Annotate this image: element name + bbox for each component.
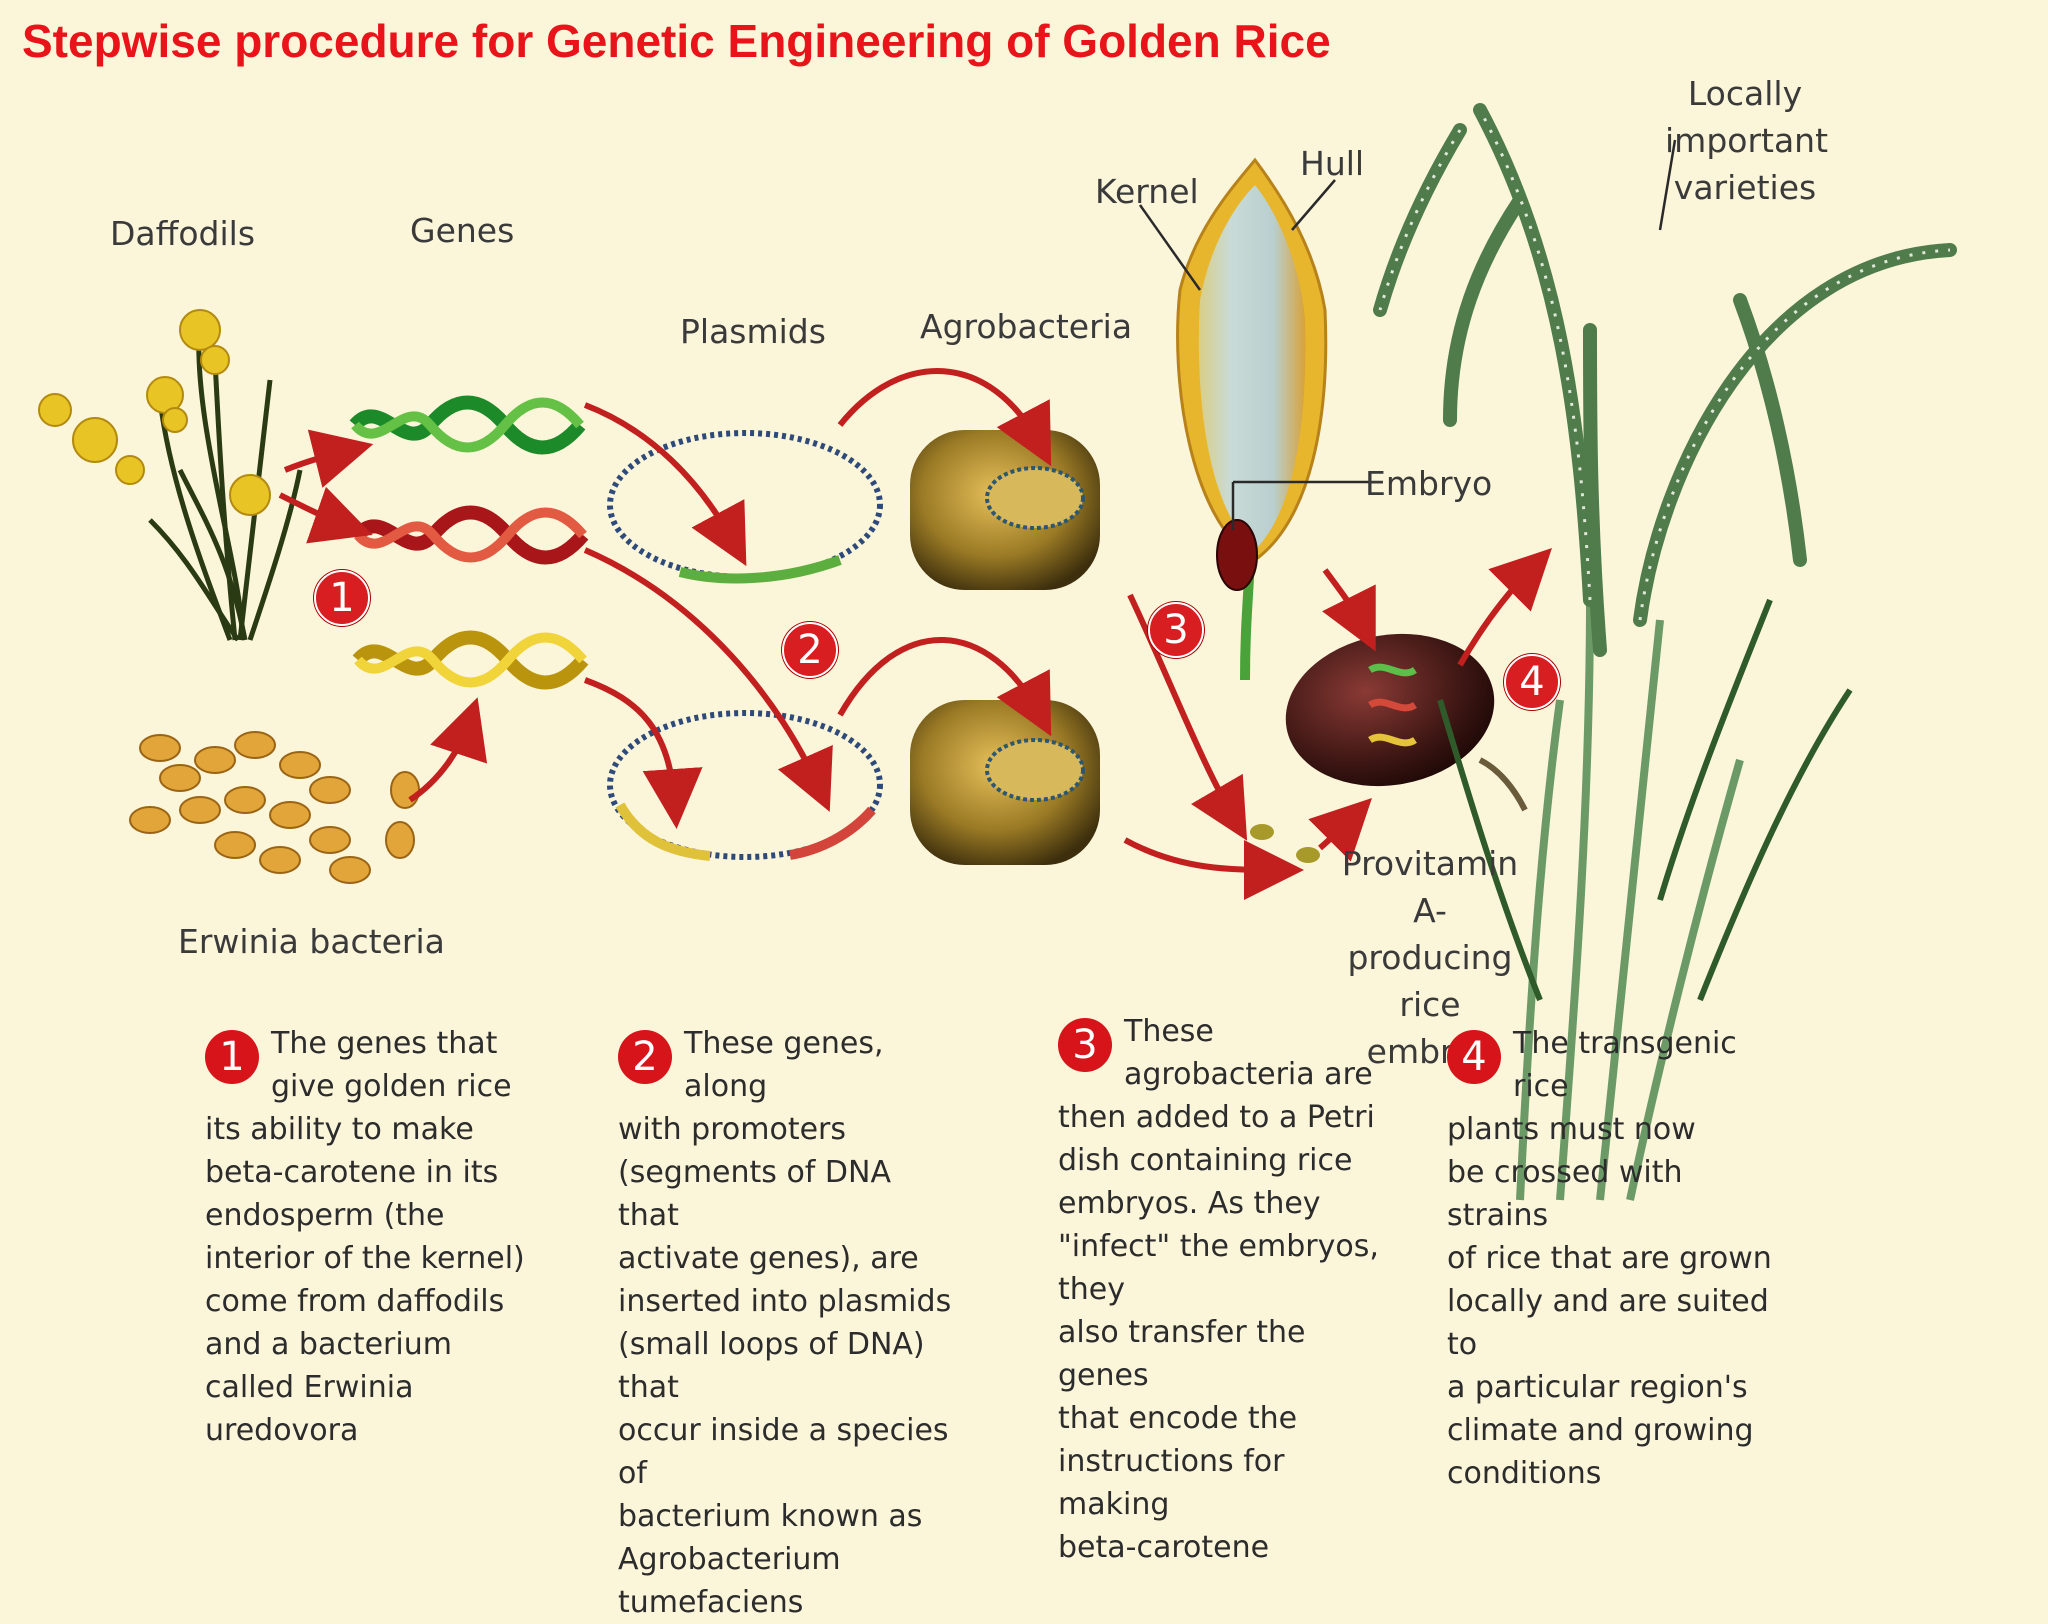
step-1-caption: 1 The genes that give golden rice its ab… [205, 1022, 525, 1452]
process-arrows [278, 368, 1552, 900]
gene-helix-green [349, 395, 586, 455]
rice-plants [1373, 103, 1957, 1201]
label-plasmids: Plasmids [680, 312, 826, 351]
step-3-caption: 3 These agrobacteria are then added to a… [1058, 1010, 1398, 1569]
step-2-badge: 2 [618, 1030, 672, 1084]
page-title: Stepwise procedure for Genetic Engineeri… [22, 15, 1331, 67]
step-marker-2: 2 [782, 622, 838, 678]
gene-helix-red [352, 505, 589, 565]
label-agrobacteria: Agrobacteria [920, 307, 1133, 346]
label-genes: Genes [410, 211, 515, 250]
step-marker-1: 1 [314, 570, 370, 626]
transgenic-rice-seed [1285, 633, 1528, 812]
step-1-badge: 1 [205, 1030, 259, 1084]
step-4-caption: 4 The transgenic rice plants must now be… [1447, 1022, 1787, 1495]
step-3-text: These agrobacteria are then added to a P… [1058, 1014, 1379, 1565]
step-2-caption: 2 These genes, along with promoters (seg… [618, 1022, 958, 1624]
step-4-text: The transgenic rice plants must now be c… [1447, 1026, 1772, 1491]
plasmid-bottom [607, 710, 883, 860]
label-erwinia-bacteria: Erwinia bacteria [178, 922, 445, 961]
label-local-varieties: Locally important varieties [1665, 74, 1829, 207]
leader-lines [1138, 139, 1677, 530]
step-1-text: The genes that give golden rice its abil… [205, 1026, 525, 1448]
erwinia-bacteria-cluster [129, 731, 420, 884]
step-2-text: These genes, along with promoters (segme… [618, 1026, 952, 1620]
label-hull: Hull [1300, 144, 1365, 183]
diagram-art [38, 103, 1957, 1201]
step-marker-4: 4 [1504, 654, 1560, 710]
label-kernel: Kernel [1095, 172, 1199, 211]
step-marker-3: 3 [1148, 602, 1204, 658]
rice-kernel [1176, 157, 1328, 681]
daffodil-plant [38, 309, 303, 642]
plasmid-top [607, 430, 883, 580]
agrobacterium-bottom [910, 700, 1100, 865]
label-daffodils: Daffodils [110, 214, 256, 253]
step-4-badge: 4 [1447, 1030, 1501, 1084]
gene-helix-yellow [352, 630, 589, 690]
label-embryo: Embryo [1365, 464, 1493, 503]
agrobacterium-top [910, 430, 1100, 590]
step-3-badge: 3 [1058, 1018, 1112, 1072]
provitamin-embryos [1250, 824, 1320, 863]
